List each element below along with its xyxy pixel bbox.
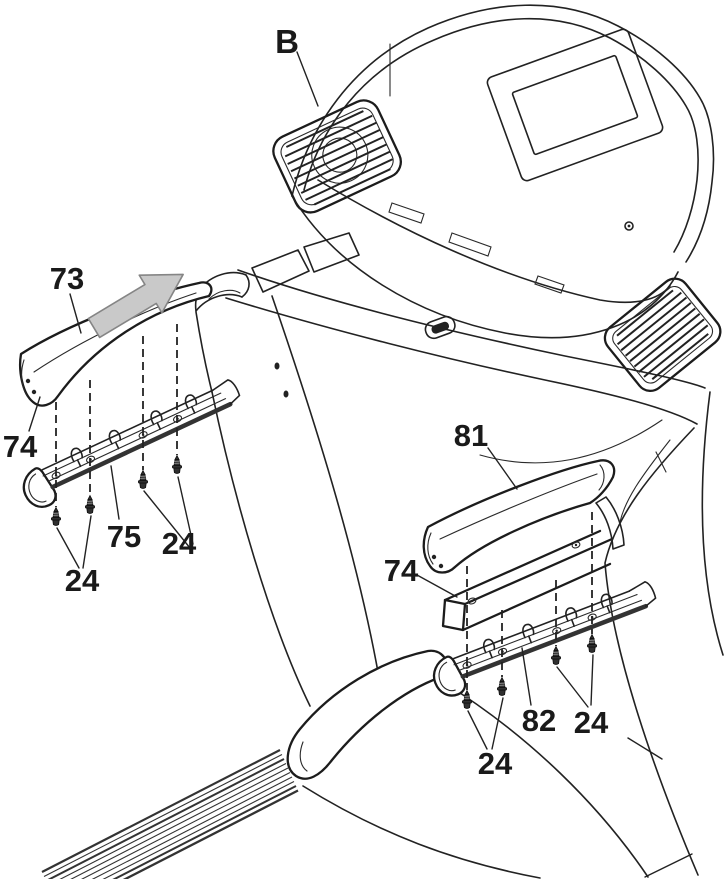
console-assembly (272, 4, 722, 523)
label-right-bracket-82: 82 (522, 703, 556, 738)
left-speaker-grille (272, 99, 402, 214)
callout-labels: B 73 74 75 24 24 81 74 82 24 24 (3, 23, 609, 781)
label-right-cover-81: 81 (454, 418, 488, 453)
handrail-clip (424, 315, 456, 340)
label-console-B: B (275, 23, 299, 60)
label-left-rail-end-74: 74 (3, 429, 38, 464)
foot-rail-ribs (41, 749, 299, 879)
label-left-screws-24-b: 24 (65, 563, 100, 598)
alignment-dashed-lines (55, 324, 593, 690)
label-right-screws-24-a: 24 (574, 705, 609, 740)
right-cover-81 (422, 459, 616, 574)
right-bracket-82 (428, 578, 663, 701)
console-screen (486, 28, 664, 182)
console-button (624, 221, 634, 231)
label-left-screws-24-a: 24 (162, 526, 197, 561)
frame-and-handrails (41, 232, 724, 879)
label-right-rail-74: 74 (384, 553, 419, 588)
left-handrail-cover-assembly (16, 273, 247, 513)
right-speaker-grille (603, 277, 722, 393)
label-left-bracket-75: 75 (107, 519, 141, 554)
label-right-screws-24-b: 24 (478, 746, 513, 781)
right-elbow-bracket (595, 496, 625, 550)
left-cover-73 (19, 281, 213, 407)
right-handrail-cover-assembly (422, 459, 663, 701)
handrail-end-cap (286, 649, 449, 780)
insertion-arrow (87, 273, 184, 339)
right-square-rail-74 (441, 529, 614, 632)
callout-leader-lines (28, 51, 594, 750)
label-left-cover-73: 73 (50, 261, 84, 296)
